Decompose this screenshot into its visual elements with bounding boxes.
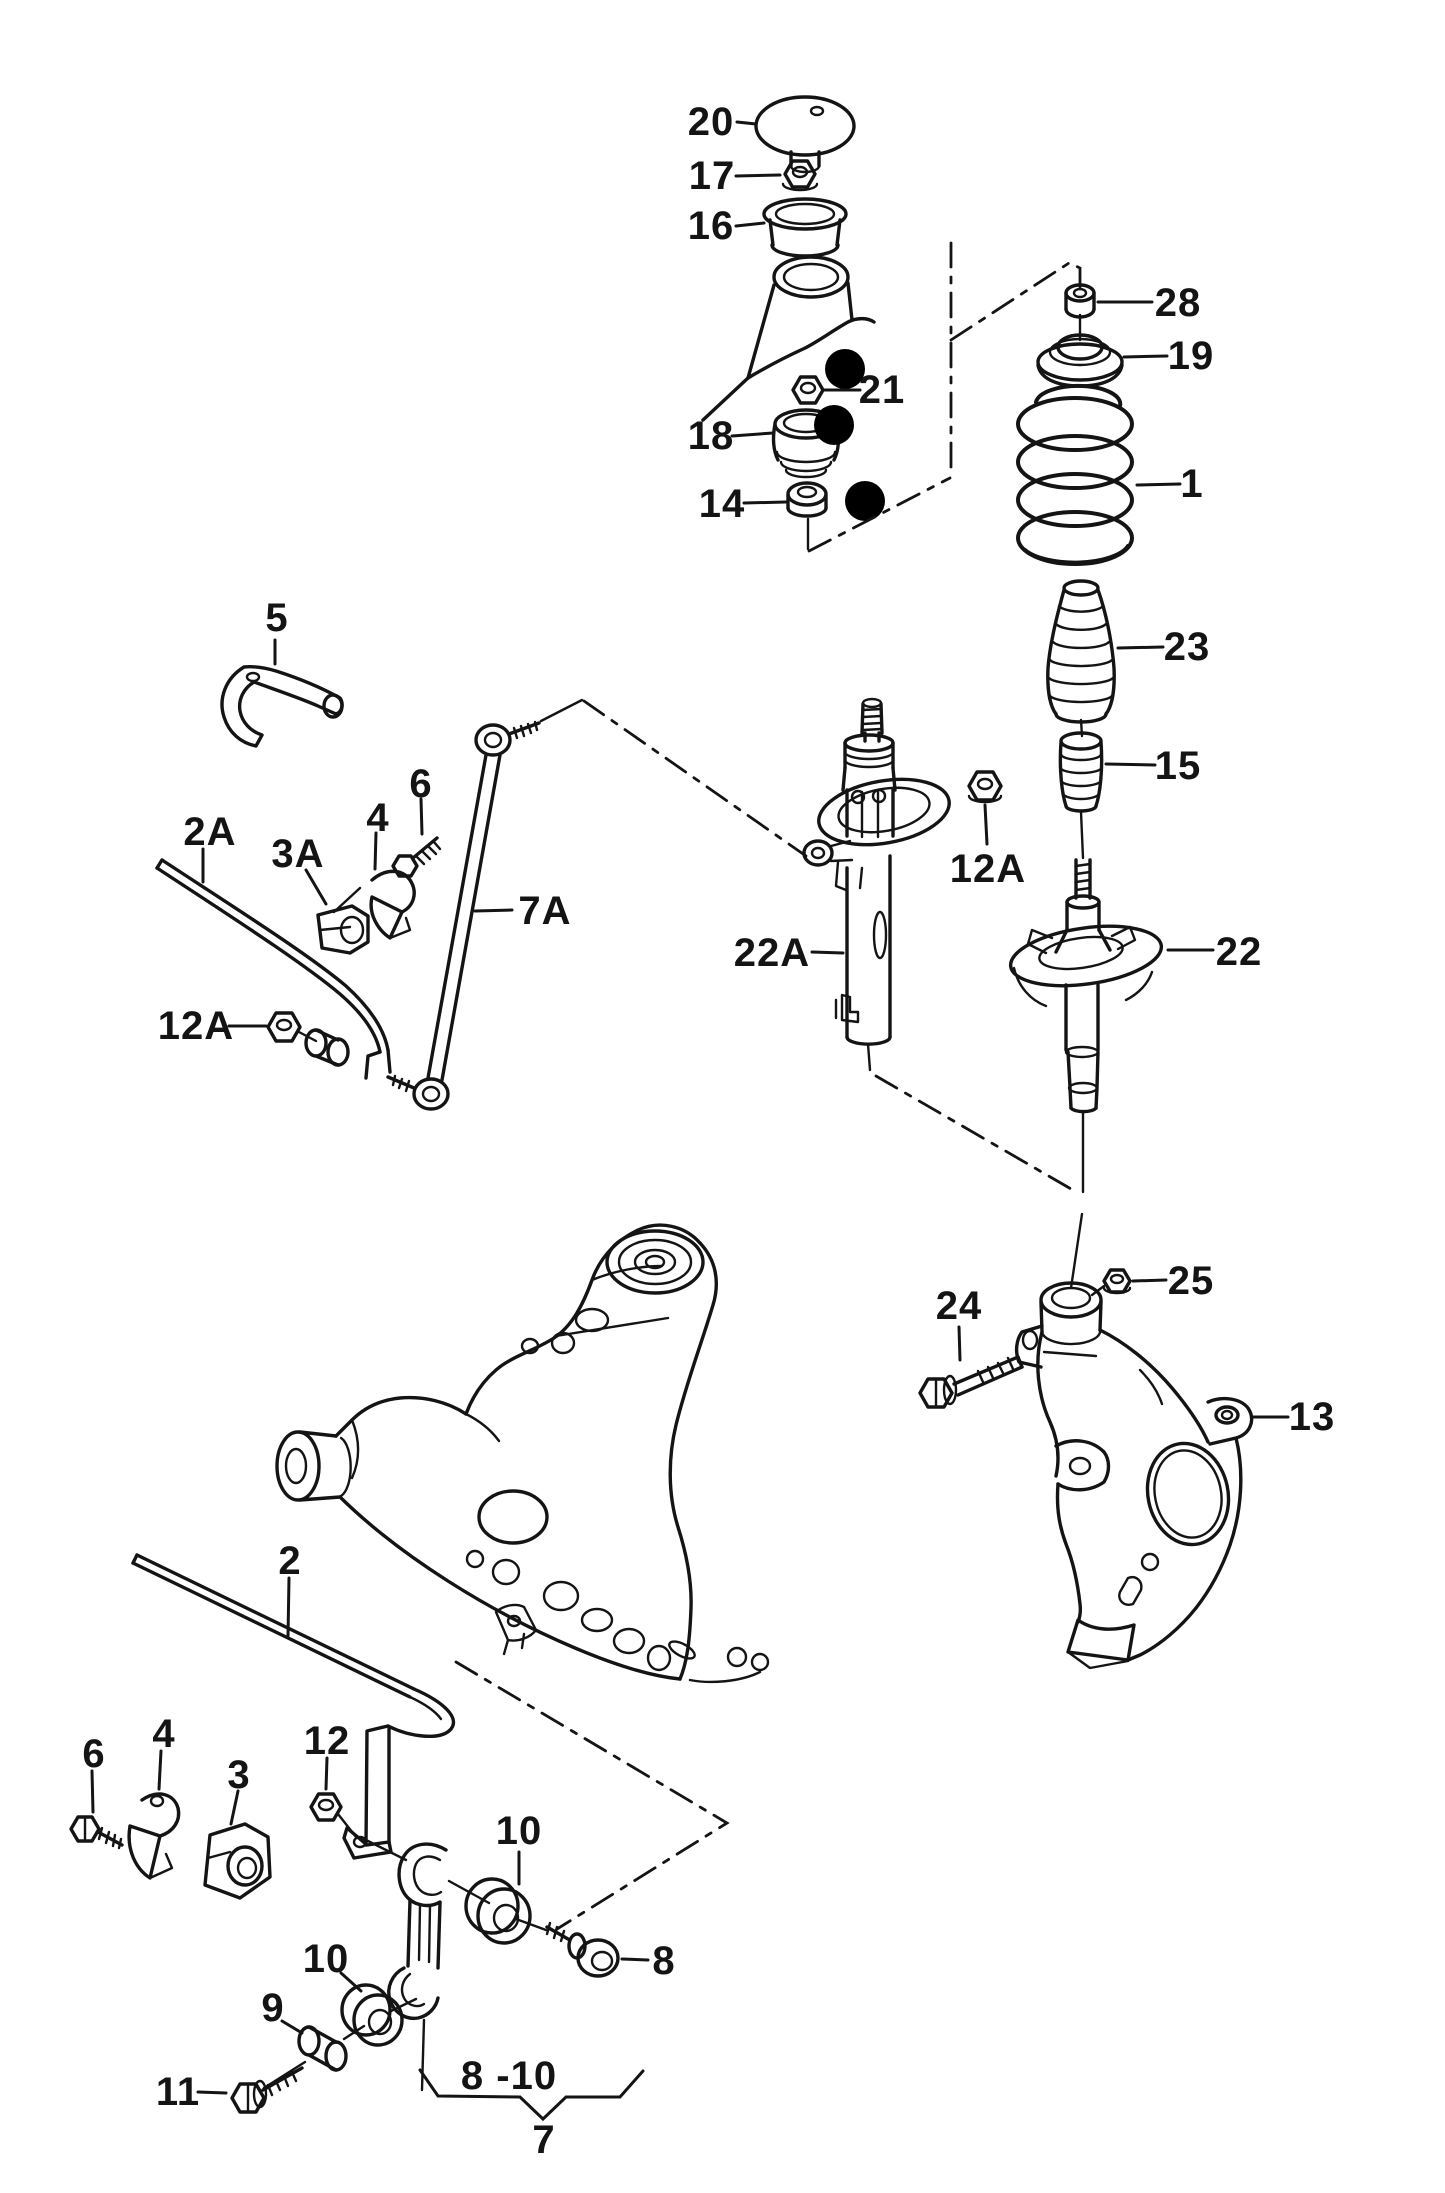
part-label-22a: 22A <box>733 931 811 975</box>
part-label-1: 1 <box>1180 462 1204 506</box>
leader-lines <box>90 120 1290 2095</box>
part-label-8-10: 8 -10 <box>460 2054 558 2098</box>
nut-28-drawing <box>1064 283 1096 319</box>
part-label-2: 2 <box>278 1539 302 1583</box>
link-7-drawing <box>387 1842 448 2021</box>
cap-20-drawing <box>754 95 856 174</box>
dust-boot-23-drawing <box>1046 579 1116 738</box>
part-label-6-top: 6 <box>409 762 433 806</box>
clamp-4-bottom-drawing <box>127 1792 181 1880</box>
spring-seat-19-drawing <box>1036 313 1124 388</box>
nut-12a-left-drawing <box>266 1011 318 1043</box>
part-label-11: 11 <box>155 2070 201 2114</box>
bolt-24-drawing <box>918 1355 1024 1409</box>
part-label-2a: 2A <box>183 810 237 854</box>
part-label-5: 5 <box>265 596 289 640</box>
bushing-16-drawing <box>762 197 848 258</box>
nut-21-drawing <box>791 375 825 405</box>
clamp-4-top-drawing <box>369 869 416 940</box>
washer-10-upper-drawing <box>464 1877 532 1945</box>
part-label-12: 12 <box>303 1719 351 1763</box>
stabilizer-bar-2-drawing <box>131 1553 456 1860</box>
part-label-3a: 3A <box>271 832 325 876</box>
bolt-11-drawing <box>230 2066 304 2114</box>
part-label-17: 17 <box>688 154 736 198</box>
bolt-8-drawing <box>545 1921 620 1978</box>
part-label-19: 19 <box>1167 334 1215 378</box>
part-label-22: 22 <box>1215 930 1263 974</box>
part-label-12a-mid: 12A <box>949 847 1027 891</box>
part-label-3-bottom: 3 <box>227 1753 251 1797</box>
part-label-18: 18 <box>687 414 735 458</box>
highlight-dot-21 <box>825 349 865 389</box>
nut-12-drawing <box>309 1792 358 1839</box>
nut-17-drawing <box>781 159 819 192</box>
brace-8-10-drawing <box>418 2068 645 2122</box>
nut-25-drawing <box>1090 1268 1132 1297</box>
highlight-dot-18 <box>814 405 854 445</box>
part-label-24: 24 <box>935 1284 983 1328</box>
part-label-6-bottom: 6 <box>82 1732 106 1776</box>
strut-turret-drawing <box>701 255 876 422</box>
nut-12a-mid-drawing <box>967 770 1003 804</box>
strut-22-drawing <box>1008 858 1164 1114</box>
bushing-3-bottom-drawing <box>203 1822 272 1900</box>
washer-10-lower-drawing <box>340 1983 404 2047</box>
part-label-15: 15 <box>1154 744 1202 788</box>
bump-stop-15-drawing <box>1058 731 1104 860</box>
bolt-6-bottom-drawing <box>69 1815 124 1850</box>
part-label-16: 16 <box>687 204 735 248</box>
stabilizer-bar-2a-drawing <box>155 858 392 1080</box>
part-label-10-upper: 10 <box>495 1809 543 1853</box>
bushing-3a-drawing <box>316 904 370 955</box>
construction-lines <box>262 241 1085 2092</box>
highlight-dot-14 <box>845 481 885 521</box>
part-label-28: 28 <box>1154 281 1202 325</box>
washer-14-drawing <box>786 481 828 518</box>
part-label-9: 9 <box>261 1986 285 2030</box>
bolt-6-top-drawing <box>391 836 442 878</box>
part-label-4-top: 4 <box>366 796 390 840</box>
link-7a-drawing <box>386 720 541 1111</box>
knuckle-13-drawing <box>1014 1281 1254 1670</box>
part-label-25: 25 <box>1167 1259 1215 1303</box>
part-label-23: 23 <box>1163 625 1211 669</box>
part-label-13: 13 <box>1288 1395 1336 1439</box>
part-label-7: 7 <box>532 2118 556 2162</box>
part-label-21: 21 <box>858 368 906 412</box>
coil-spring-1-drawing <box>1016 383 1134 566</box>
part-label-8: 8 <box>652 1939 676 1983</box>
part-label-4-bottom: 4 <box>152 1712 176 1756</box>
part-label-10-lower: 10 <box>302 1937 350 1981</box>
bracket-5-drawing <box>220 665 344 748</box>
control-arm-drawing <box>275 1223 770 1684</box>
part-label-7a: 7A <box>518 889 572 933</box>
sleeve-9-drawing <box>297 2025 348 2072</box>
part-label-20: 20 <box>687 100 735 144</box>
part-label-12a-left: 12A <box>157 1004 235 1048</box>
strut-22a-drawing <box>802 697 951 1046</box>
part-label-14: 14 <box>698 482 746 526</box>
